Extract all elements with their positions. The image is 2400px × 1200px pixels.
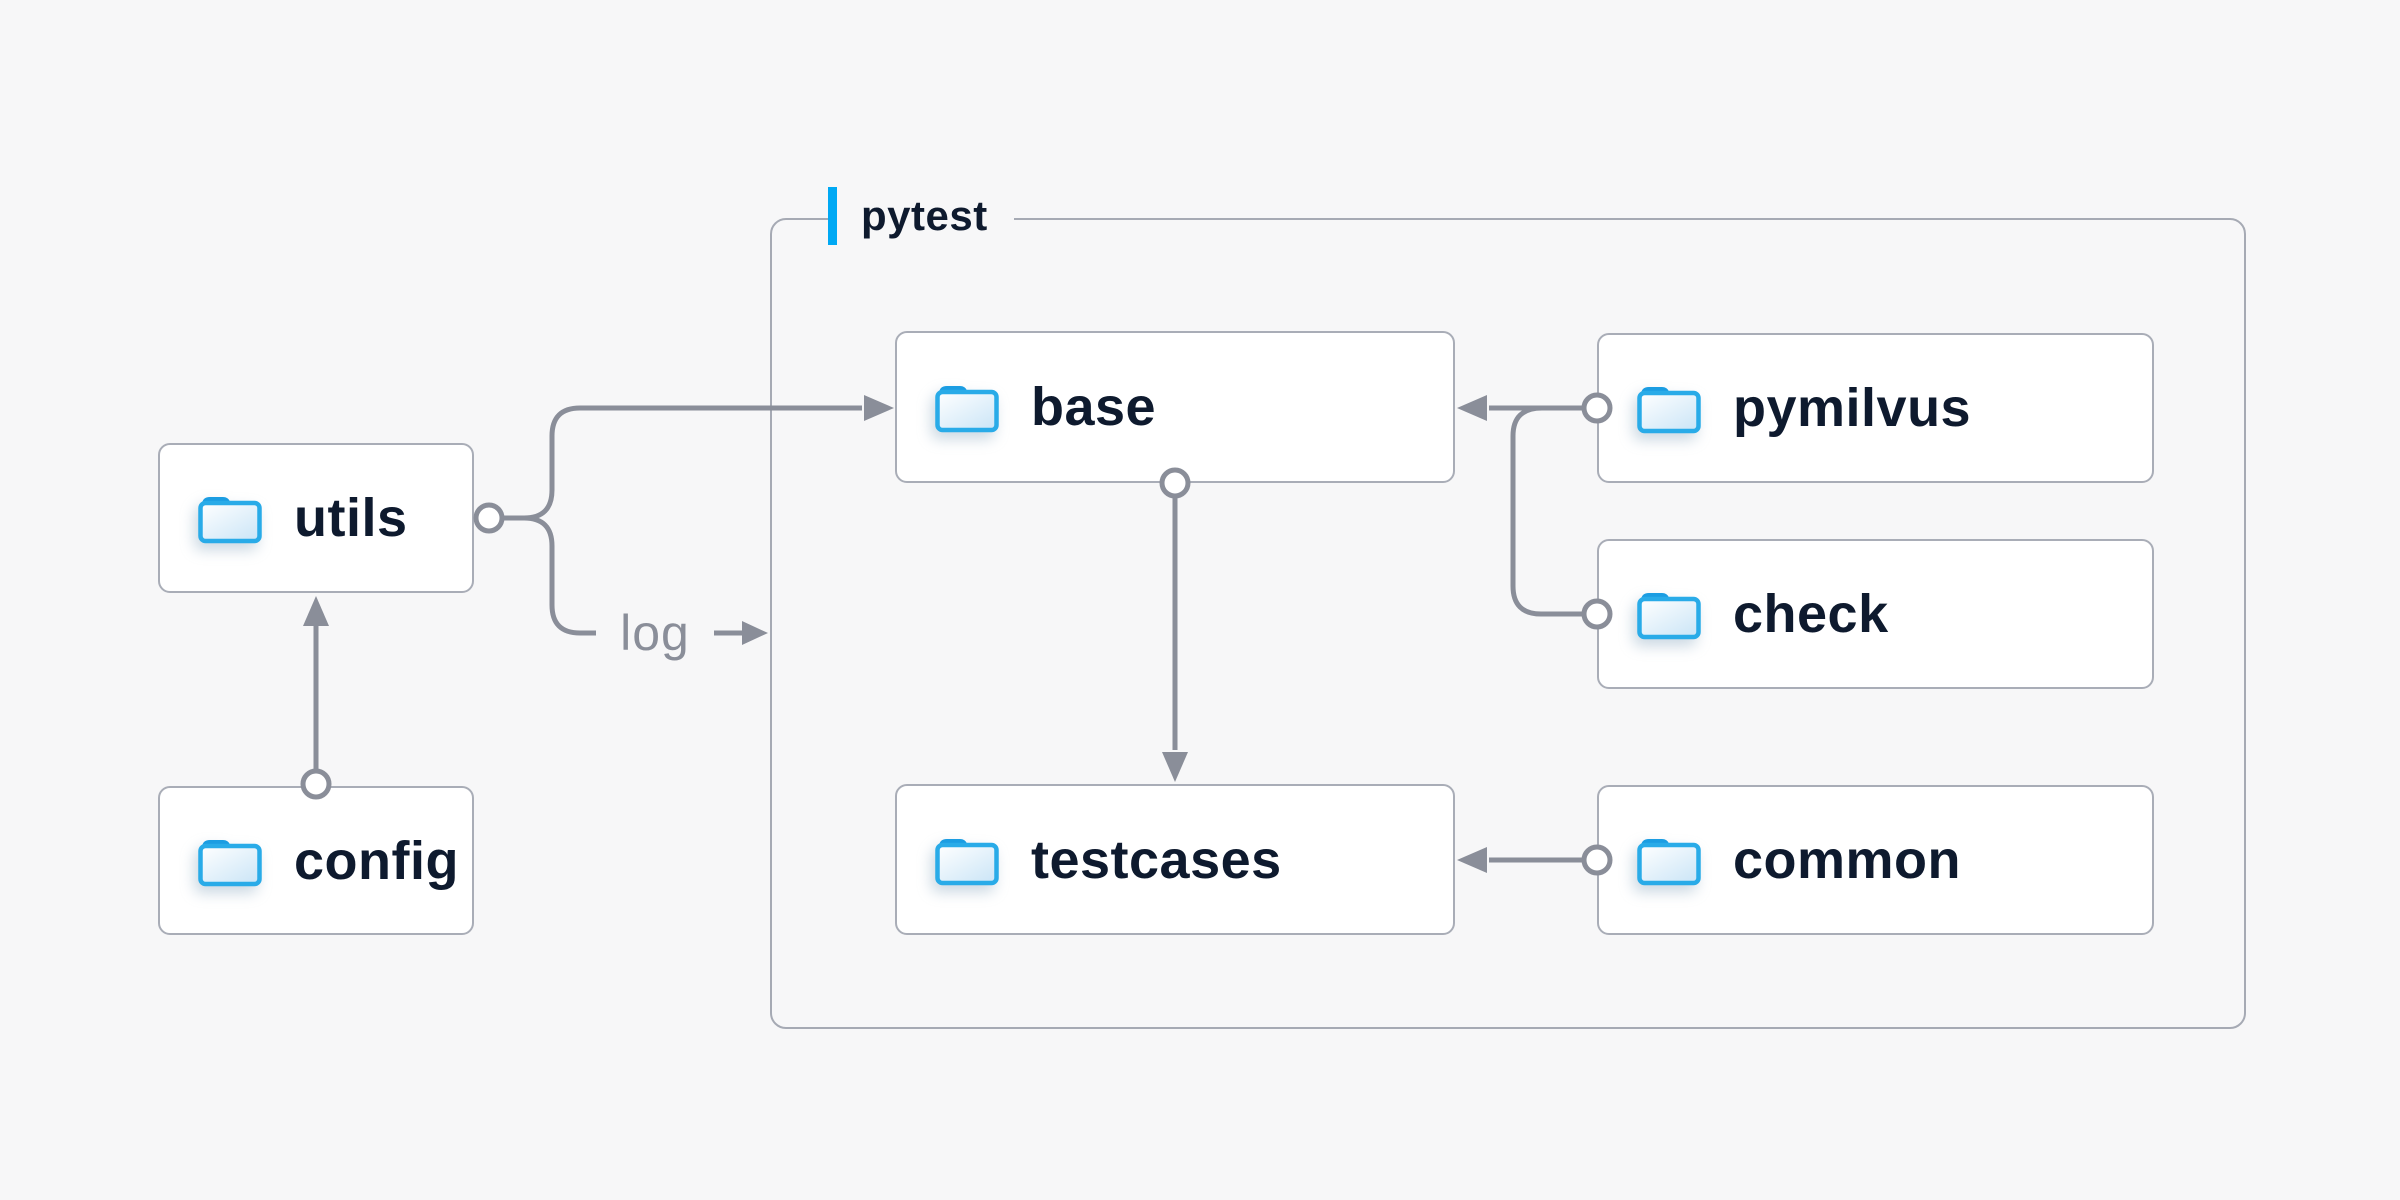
node-label: check	[1733, 584, 1889, 644]
node-config: config	[158, 786, 474, 935]
node-pymilvus: pymilvus	[1597, 333, 2154, 483]
node-utils: utils	[158, 443, 474, 593]
node-testcases: testcases	[895, 784, 1455, 935]
pytest-label-text: pytest	[837, 187, 1014, 245]
port-utils-right	[473, 502, 505, 534]
node-label: base	[1031, 377, 1157, 437]
node-label: pymilvus	[1733, 378, 1972, 438]
node-label: utils	[294, 488, 408, 548]
accent-bar	[828, 187, 837, 245]
node-label: testcases	[1031, 829, 1282, 890]
folder-icon	[1637, 387, 1701, 434]
folder-icon	[1637, 593, 1701, 640]
folder-icon	[935, 838, 999, 885]
folder-icon	[1637, 839, 1701, 886]
pytest-container	[770, 218, 2246, 1029]
node-common: common	[1597, 785, 2154, 935]
folder-icon	[935, 386, 999, 433]
folder-icon	[198, 497, 262, 544]
node-label: common	[1733, 830, 1962, 890]
folder-icon	[198, 839, 262, 886]
log-edge-label: log	[620, 605, 690, 661]
node-label: config	[294, 830, 459, 891]
pytest-label: pytest	[828, 187, 1014, 245]
node-base: base	[895, 331, 1455, 483]
node-check: check	[1597, 539, 2154, 689]
edge-config-utils	[303, 596, 329, 769]
